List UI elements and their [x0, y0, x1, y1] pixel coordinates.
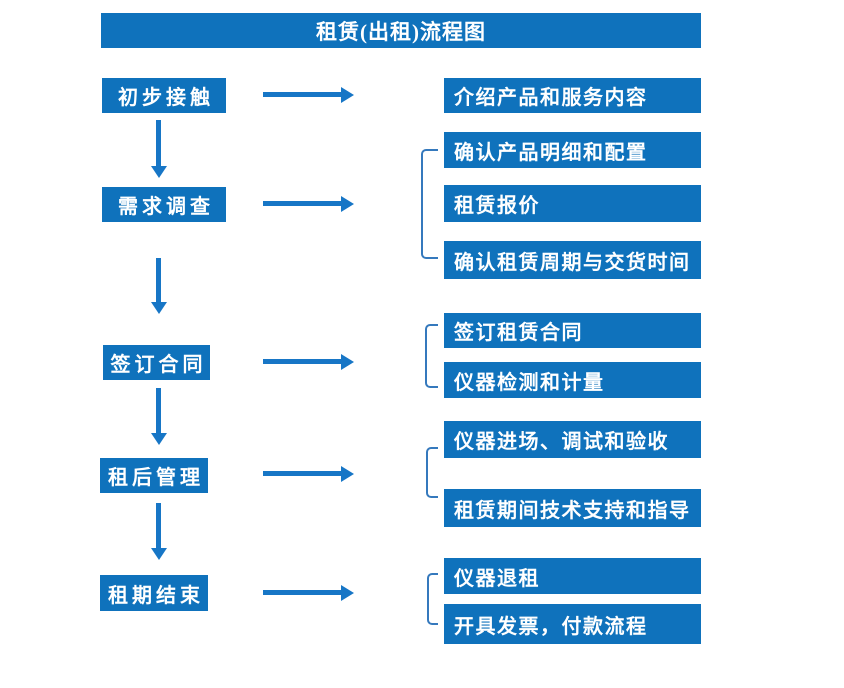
arrow-head-icon [151, 166, 167, 178]
page-title: 租赁(出租)流程图 [316, 19, 486, 44]
arrow-head-icon [341, 585, 354, 601]
right-arrow-demand-survey [263, 196, 354, 212]
arrow-head-icon [341, 196, 354, 212]
stage-box-post-rental-management: 租后管理 [100, 458, 208, 493]
detail-box-confirm-rental-period: 确认租赁周期与交货时间 [444, 241, 701, 279]
detail-box-instrument-return: 仪器退租 [444, 558, 701, 594]
down-arrow-stage1-stage2 [151, 120, 167, 178]
bracket-sign-contract-group [425, 324, 438, 388]
arrow-shaft [263, 92, 342, 97]
detail-box-rental-quote: 租赁报价 [444, 185, 701, 222]
bracket-rental-end-group [427, 573, 438, 625]
arrow-head-icon [341, 466, 354, 482]
arrow-shaft [156, 388, 161, 434]
detail-box-invoice-payment: 开具发票，付款流程 [444, 604, 701, 644]
detail-box-sign-rental-contract: 签订租赁合同 [444, 313, 701, 348]
right-arrow-rental-end [263, 585, 354, 601]
right-arrow-sign-contract [263, 354, 354, 370]
detail-box-technical-support: 租赁期间技术支持和指导 [444, 489, 701, 527]
detail-box-introduce-products: 介绍产品和服务内容 [444, 78, 701, 113]
right-arrow-initial-contact [263, 87, 354, 103]
stage-box-initial-contact: 初步接触 [102, 78, 226, 113]
stage-box-demand-survey: 需求调查 [102, 187, 226, 222]
down-arrow-stage3-stage4 [151, 388, 167, 445]
arrow-head-icon [151, 548, 167, 560]
arrow-shaft [156, 258, 161, 303]
detail-box-instrument-inspection: 仪器检测和计量 [444, 362, 701, 398]
arrow-shaft [263, 359, 342, 364]
arrow-shaft [156, 503, 161, 549]
down-arrow-stage2-stage3 [151, 258, 167, 314]
stage-box-sign-contract: 签订合同 [103, 345, 210, 380]
title-banner: 租赁(出租)流程图 [101, 13, 701, 48]
bracket-demand-survey-group [421, 149, 438, 259]
arrow-shaft [156, 120, 161, 167]
stage-box-rental-end: 租期结束 [100, 575, 208, 611]
arrow-head-icon [341, 354, 354, 370]
down-arrow-stage4-stage5 [151, 503, 167, 560]
bracket-post-rental-group [426, 447, 438, 498]
arrow-shaft [263, 201, 342, 206]
arrow-head-icon [341, 87, 354, 103]
detail-box-instrument-setup: 仪器进场、调试和验收 [444, 421, 701, 458]
arrow-head-icon [151, 302, 167, 314]
arrow-head-icon [151, 433, 167, 445]
right-arrow-post-rental-management [263, 466, 354, 482]
detail-box-confirm-product-details: 确认产品明细和配置 [444, 132, 701, 168]
arrow-shaft [263, 471, 342, 476]
arrow-shaft [263, 590, 342, 595]
